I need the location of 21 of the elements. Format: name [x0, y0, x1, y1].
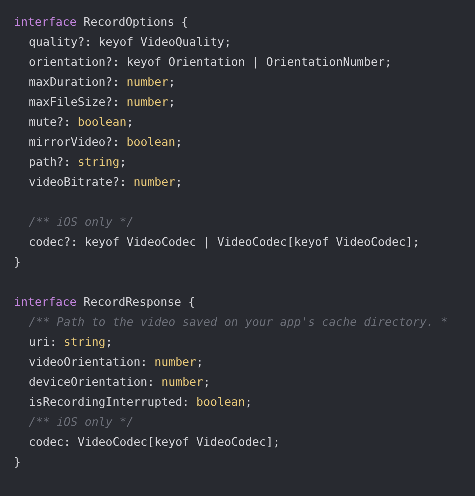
code-line: orientation?: keyof Orientation | OrientationNumber;	[29, 54, 392, 70]
code-line: maxFileSize?: number;	[29, 94, 176, 110]
code-comment: /** iOS only */	[29, 214, 134, 230]
code-line: }	[14, 254, 21, 270]
code-line: codec?: keyof VideoCodec | VideoCodec[keyof VideoCodec];	[29, 234, 420, 250]
code-line: path?: string;	[29, 154, 127, 170]
code-line: videoOrientation: number;	[29, 354, 204, 370]
code-line: mute?: boolean;	[29, 114, 134, 130]
code-line: interface RecordResponse {	[14, 294, 196, 310]
code-line: interface RecordOptions {	[14, 14, 189, 30]
code-line: codec: VideoCodec[keyof VideoCodec];	[29, 434, 280, 450]
code-line: isRecordingInterrupted: boolean;	[29, 394, 252, 410]
code-line: videoBitrate?: number;	[29, 174, 183, 190]
code-line: deviceOrientation: number;	[29, 374, 210, 390]
code-line: }	[14, 454, 21, 470]
code-comment: /** Path to the video saved on your app's cache directory. *	[29, 314, 448, 330]
code-line: mirrorVideo?: boolean;	[29, 134, 183, 150]
code-line: quality?: keyof VideoQuality;	[29, 34, 232, 50]
code-line: maxDuration?: number;	[29, 74, 176, 90]
code-comment: /** iOS only */	[29, 414, 134, 430]
code-line: uri: string;	[29, 334, 113, 350]
